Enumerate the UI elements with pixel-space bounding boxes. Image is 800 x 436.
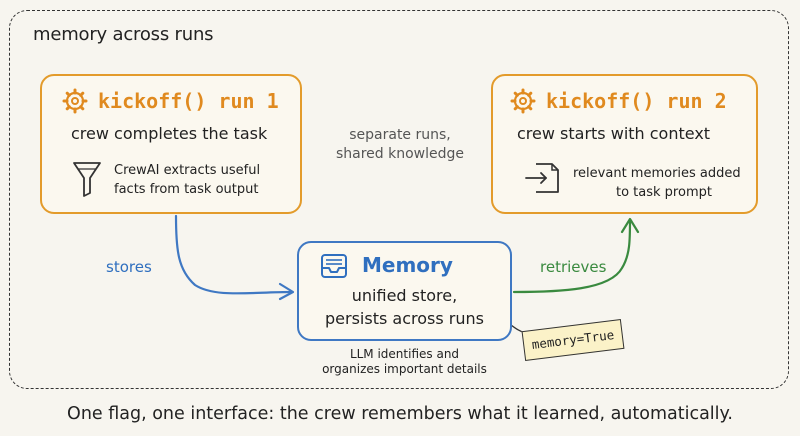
retrieves-label: retrieves — [540, 258, 607, 276]
run1-detail-line-1: CrewAI extracts useful — [114, 163, 261, 178]
retrieves-arrowhead — [620, 217, 640, 234]
stores-label: stores — [106, 258, 152, 276]
footer-caption: One flag, one interface: the crew rememb… — [67, 404, 733, 424]
retrieves-arrow — [512, 218, 632, 294]
stores-arrowhead — [278, 282, 295, 301]
middle-note-line-1: separate runs, — [349, 127, 451, 143]
run2-detail-line-1: relevant memories added — [573, 166, 741, 181]
run2-box — [491, 74, 758, 214]
container-title: memory across runs — [33, 24, 214, 45]
memory-note-line-2: organizes important details — [322, 362, 487, 376]
run2-title: kickoff() run 2 — [546, 89, 727, 113]
run2-subtitle: crew starts with context — [517, 124, 711, 143]
run1-subtitle: crew completes the task — [71, 124, 268, 143]
run2-detail-line-2: to task prompt — [616, 185, 712, 200]
funnel-icon — [72, 160, 102, 202]
run1-title: kickoff() run 1 — [98, 89, 279, 113]
memory-line-2: persists across runs — [325, 309, 484, 328]
memory-note-line-1: LLM identifies and — [349, 347, 460, 361]
stores-arrow — [174, 214, 294, 295]
memory-box — [297, 241, 512, 341]
diagram-frame — [9, 10, 789, 389]
middle-note: separate runs, shared knowledge — [330, 126, 470, 164]
run1-detail-line-2: facts from task output — [114, 182, 259, 197]
memory-line-1: unified store, — [351, 286, 458, 305]
middle-note-line-2: shared knowledge — [335, 146, 465, 162]
gear-icon — [510, 88, 536, 118]
inbox-tray-icon — [319, 251, 349, 285]
insert-document-icon — [524, 160, 562, 200]
gear-icon — [62, 88, 88, 118]
memory-title: Memory — [362, 253, 453, 277]
memory-note: LLM identifies and organizes important d… — [297, 347, 512, 377]
